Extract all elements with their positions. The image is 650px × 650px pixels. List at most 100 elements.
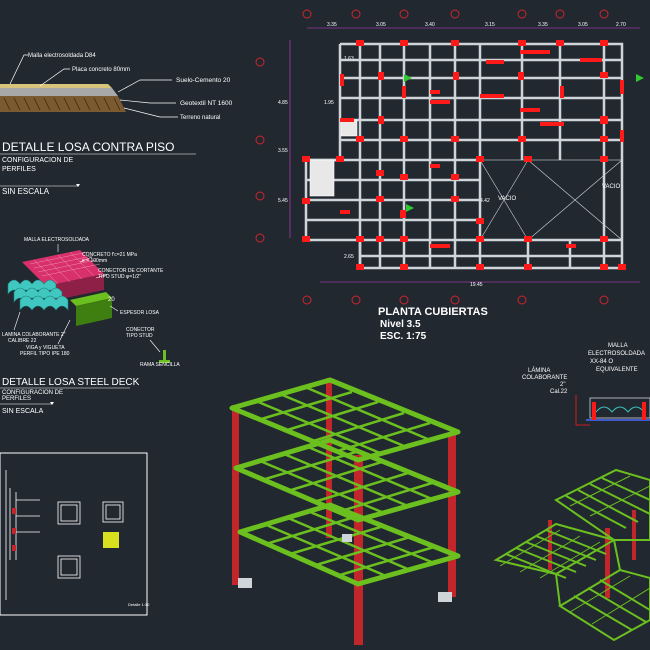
dim-inner-3: 4.42 bbox=[480, 198, 490, 204]
deck-detail-right: LÁMINA COLABORANTE 2" Cal.22 MALLA ELECT… bbox=[522, 343, 650, 426]
profile-note: Detalle 1:10 bbox=[128, 602, 150, 607]
profile-section-bars bbox=[12, 508, 16, 551]
deck-label-fold: RAMA SENCILLA bbox=[140, 362, 180, 368]
slab-subtitle-2: PERFILES bbox=[2, 166, 36, 173]
slab-mesh-layer bbox=[0, 84, 112, 88]
stud-connector-base bbox=[159, 360, 170, 363]
void-label-2: VACIO bbox=[602, 184, 621, 190]
slab-label-mesh: Malla electrosoldada D84 bbox=[28, 53, 96, 59]
right-deck-stud-1 bbox=[592, 402, 596, 420]
plan-dimension-texts: 3.35 3.05 3.40 3.15 3.35 3.05 2.70 4.85 … bbox=[278, 22, 626, 288]
frame-floors bbox=[229, 377, 461, 587]
plan-opening-1 bbox=[309, 159, 335, 197]
plan-level: Nivel 3.5 bbox=[380, 319, 421, 330]
detail-slab-on-grade: Malla electrosoldada D84 Placa concreto … bbox=[0, 53, 233, 196]
dim-top-6: 3.05 bbox=[578, 22, 588, 28]
slab-leaders bbox=[9, 54, 178, 118]
dim-inner-2: 1.95 bbox=[324, 100, 334, 106]
deck-corrugated-sheet bbox=[7, 279, 69, 311]
slab-soil-layer bbox=[0, 96, 126, 112]
deck-label-slab-thickness: ESPESOR LOSA bbox=[120, 310, 160, 316]
right-sheet-3: 2" bbox=[560, 382, 565, 388]
slab-title: DETALLE LOSA CONTRA PISO bbox=[2, 140, 175, 154]
deck-label-stud-2: TIPO STUD bbox=[126, 333, 153, 339]
dim-left-3: 5.45 bbox=[278, 198, 288, 204]
deck-scale: SIN ESCALA bbox=[2, 408, 44, 415]
roof-columns bbox=[548, 510, 636, 598]
slab-concrete-layer bbox=[0, 88, 118, 96]
slab-label-natural-ground: Terreno natural bbox=[180, 115, 220, 121]
profile-box-frame bbox=[0, 452, 148, 616]
deck-concrete-top bbox=[22, 250, 104, 286]
right-deck-stud-2 bbox=[642, 402, 646, 420]
dim-left-1: 4.85 bbox=[278, 100, 288, 106]
right-mesh-4: EQUIVALENTE bbox=[596, 367, 638, 373]
right-deck-section bbox=[589, 397, 650, 419]
right-sheet-2: COLABORANTE bbox=[522, 375, 567, 381]
dim-left-2: 3.55 bbox=[278, 148, 288, 154]
plan-grid-bubbles-top bbox=[255, 9, 609, 305]
deck-mesh-grid bbox=[29, 251, 101, 285]
deck-title: DETALLE LOSA STEEL DECK bbox=[2, 377, 140, 388]
deck-label-sheet-1: LAMINA COLABORANTE 2" bbox=[2, 332, 66, 338]
right-sheet-1: LÁMINA bbox=[528, 367, 550, 374]
plan-slope-arrows bbox=[404, 74, 644, 212]
deck-beam-web bbox=[76, 298, 112, 326]
void-label-1: VACIO bbox=[498, 196, 517, 202]
slab-label-geotextile: Geotextil NT 1600 bbox=[180, 100, 233, 107]
slab-scale-arrow bbox=[76, 184, 80, 187]
deck-label-beam-2: PERFIL TIPO IPE 180 bbox=[20, 351, 70, 357]
right-mesh-1: MALLA bbox=[608, 343, 628, 349]
deck-label-connector-1: CONECTOR DE CORTANTE bbox=[98, 268, 164, 274]
dim-bottom: 19.45 bbox=[470, 282, 483, 288]
steel-frame-3d bbox=[229, 377, 461, 645]
dim-top-3: 3.40 bbox=[425, 22, 435, 28]
plan-beams bbox=[304, 42, 624, 270]
profile-sections bbox=[5, 470, 124, 600]
plan-opening-2 bbox=[340, 119, 358, 137]
roof-plan: 3.35 3.05 3.40 3.15 3.35 3.05 2.70 4.85 … bbox=[255, 9, 644, 342]
deck-leaders bbox=[13, 244, 161, 353]
detail-steel-deck: MALLA ELECTROSOLDADA CONCRETO f'c=21 MPa… bbox=[0, 237, 180, 415]
deck-label-concrete-1: CONCRETO f'c=21 MPa bbox=[82, 252, 137, 258]
plan-title: PLANTA CUBIERTAS bbox=[378, 306, 488, 318]
profile-hatch bbox=[103, 532, 119, 548]
stud-connector-shape bbox=[163, 350, 166, 362]
slab-label-soil-cement: Suelo-Cemento 20 bbox=[176, 77, 231, 84]
dim-top-2: 3.05 bbox=[376, 22, 386, 28]
dim-inner-4: 2.65 bbox=[344, 254, 354, 260]
right-sheet-4: Cal.22 bbox=[550, 389, 568, 395]
plan-dimension-lines bbox=[289, 27, 640, 283]
slab-subtitle-1: CONFIGURACION DE bbox=[2, 157, 74, 164]
deck-label-mesh: MALLA ELECTROSOLDADA bbox=[24, 237, 90, 243]
deck-subtitle-2: PERFILES bbox=[2, 396, 31, 402]
deck-label-stud-1: CONECTOR bbox=[126, 327, 155, 333]
plan-columns bbox=[302, 40, 626, 270]
slab-hatch bbox=[3, 97, 121, 111]
frame-base-plates bbox=[238, 534, 452, 602]
deck-label-dim: 20 bbox=[108, 297, 115, 303]
dim-top-1: 3.35 bbox=[327, 22, 337, 28]
roof-purlins bbox=[499, 475, 650, 625]
deck-subtitle-1: CONFIGURACION DE bbox=[2, 390, 63, 396]
plan-void-marks bbox=[479, 159, 623, 241]
deck-label-connector-2: TIPO STUD φ=1/2" bbox=[98, 274, 141, 280]
deck-label-concrete-2: e = 100mm bbox=[82, 258, 107, 264]
slab-label-concrete: Placa concreto 80mm bbox=[72, 67, 130, 73]
dim-top-5: 3.35 bbox=[538, 22, 548, 28]
right-deck-leader bbox=[575, 395, 590, 426]
right-mesh-3: XX-84 O bbox=[590, 359, 613, 365]
deck-beam-top bbox=[70, 292, 112, 306]
slab-scale: SIN ESCALA bbox=[2, 187, 50, 196]
right-deck-profile bbox=[595, 406, 645, 413]
dim-top-7: 2.70 bbox=[616, 22, 626, 28]
deck-label-sheet-2: CALIBRE 22 bbox=[8, 338, 37, 344]
plan-scale: ESC. 1:75 bbox=[380, 331, 427, 342]
frame-joists bbox=[255, 385, 435, 578]
roof-frame bbox=[493, 468, 650, 642]
frame-columns bbox=[232, 378, 456, 645]
right-mesh-2: ELECTROSOLDADA bbox=[588, 351, 645, 357]
profile-detail-box: Detalle 1:10 bbox=[0, 452, 150, 616]
deck-scale-arrow bbox=[50, 402, 54, 405]
